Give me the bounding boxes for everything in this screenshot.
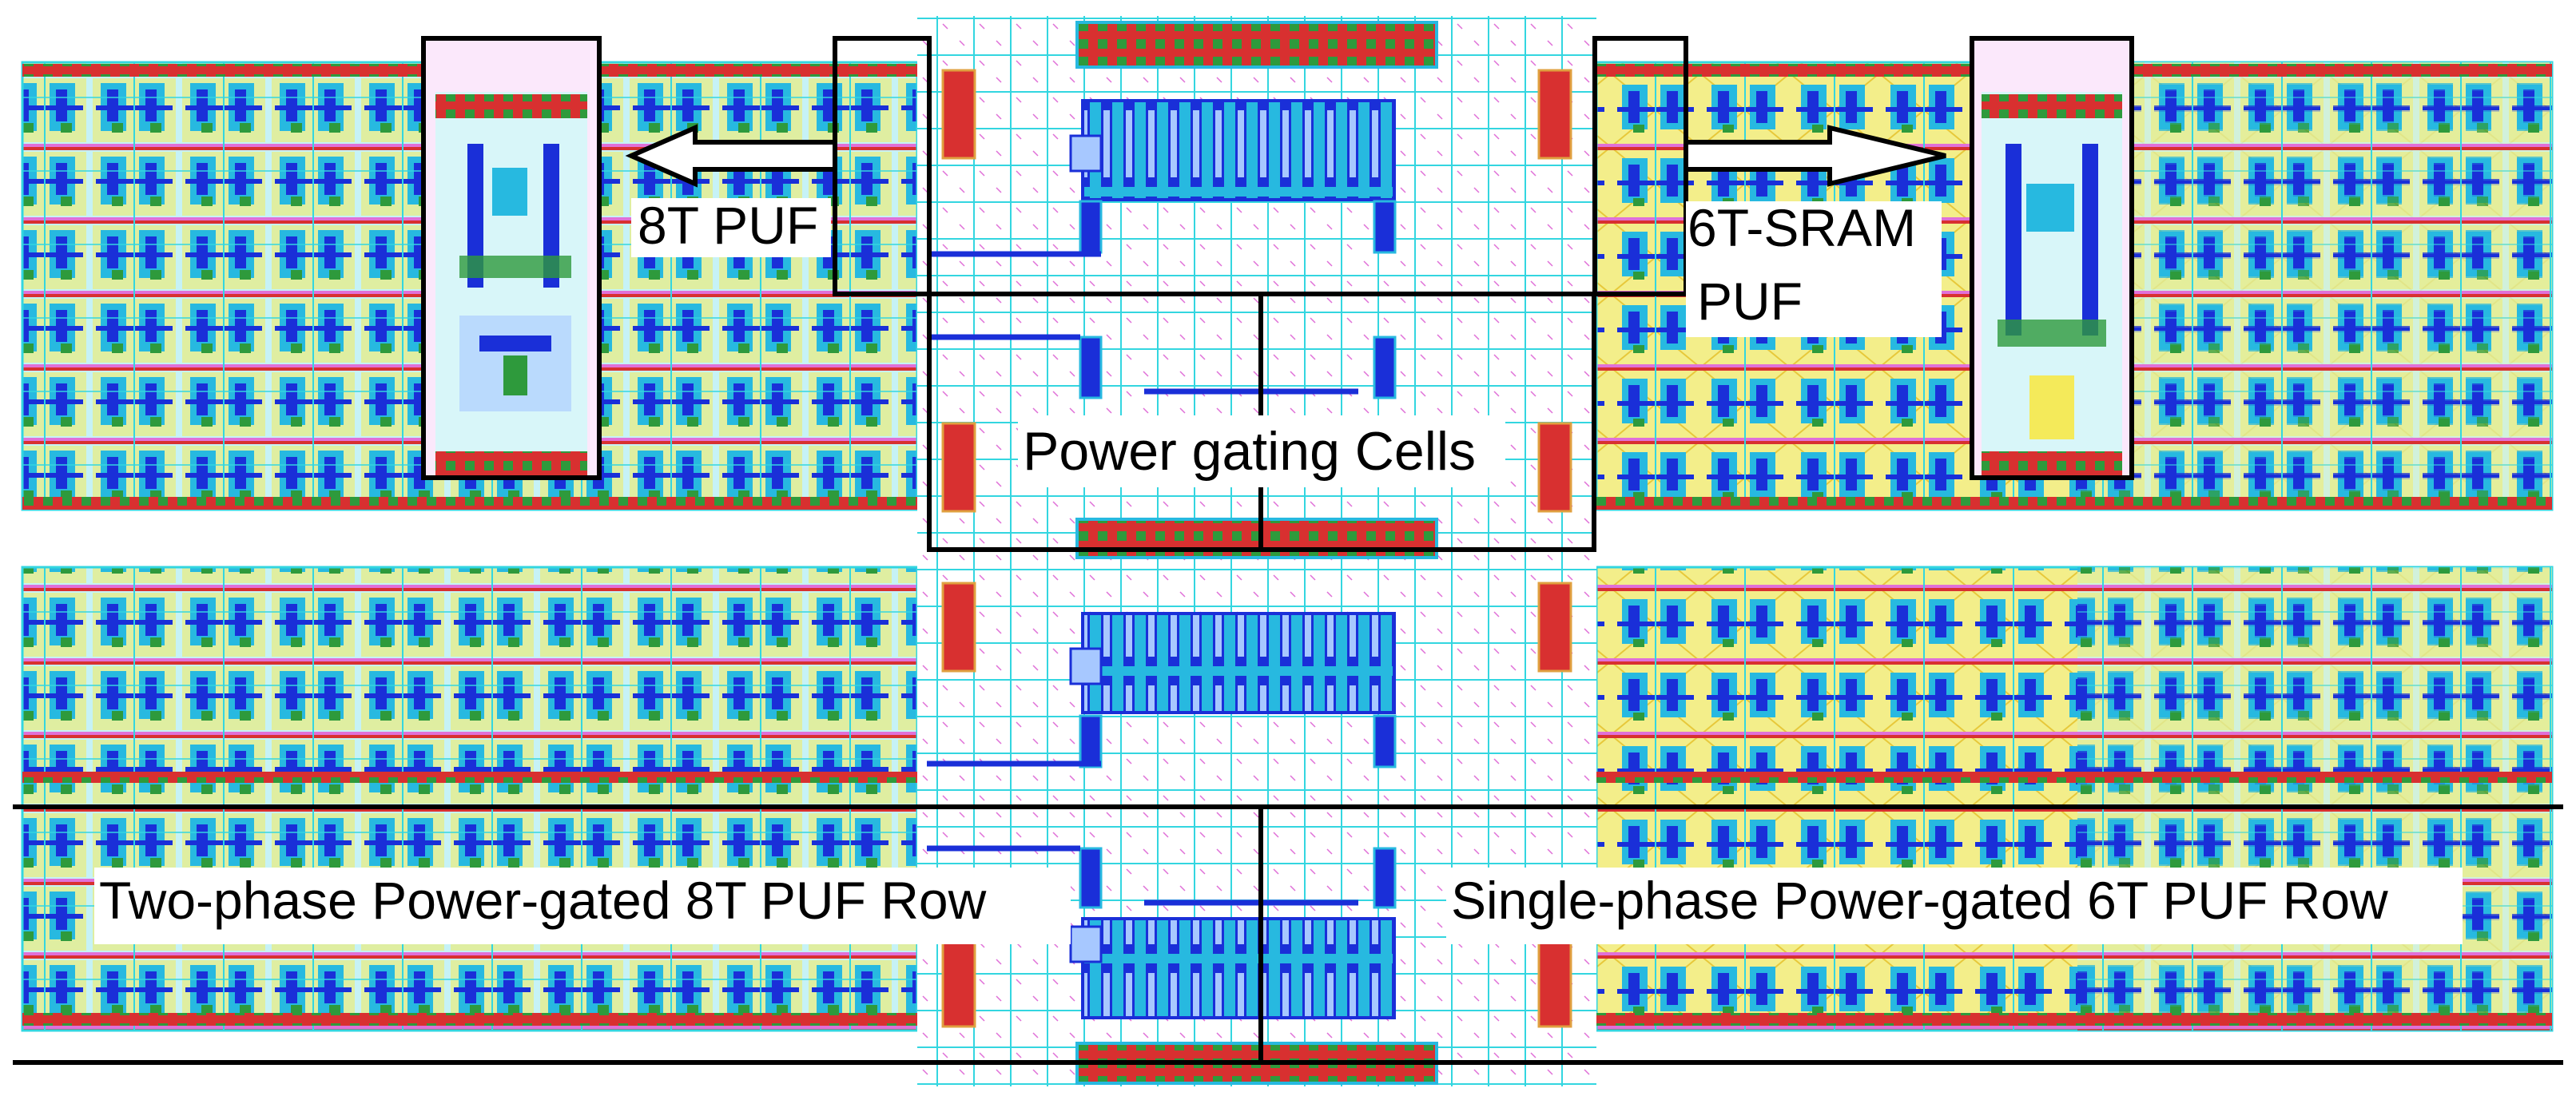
gating-transistor-block-2 xyxy=(1069,612,1396,714)
label-power-gating-cells: Power gating Cells xyxy=(1023,421,1476,482)
gate-contacts xyxy=(1079,200,1397,909)
arrow-to-6t-inset xyxy=(1684,125,1946,187)
inset-6t-cell xyxy=(1970,36,2134,480)
gating-transistor-block-1 xyxy=(1069,99,1396,201)
gating-transistor-block-3 xyxy=(1069,917,1396,1019)
label-single-phase-6t-row: Single-phase Power-gated 6T PUF Row xyxy=(1451,871,2388,930)
outline-annotations xyxy=(13,36,2563,1065)
label-6t-sram: 6T-SRAM xyxy=(1688,198,1916,257)
side-switch-cells xyxy=(941,69,1572,1028)
arrow-to-8t-inset xyxy=(625,124,837,188)
label-8t-puf: 8T PUF xyxy=(638,196,818,255)
control-wires xyxy=(927,251,1358,906)
inset-8t-cell xyxy=(421,36,602,480)
label-6t-puf: PUF xyxy=(1697,272,1803,331)
label-backgrounds xyxy=(94,198,2463,944)
label-two-phase-8t-row: Two-phase Power-gated 8T PUF Row xyxy=(99,871,987,930)
